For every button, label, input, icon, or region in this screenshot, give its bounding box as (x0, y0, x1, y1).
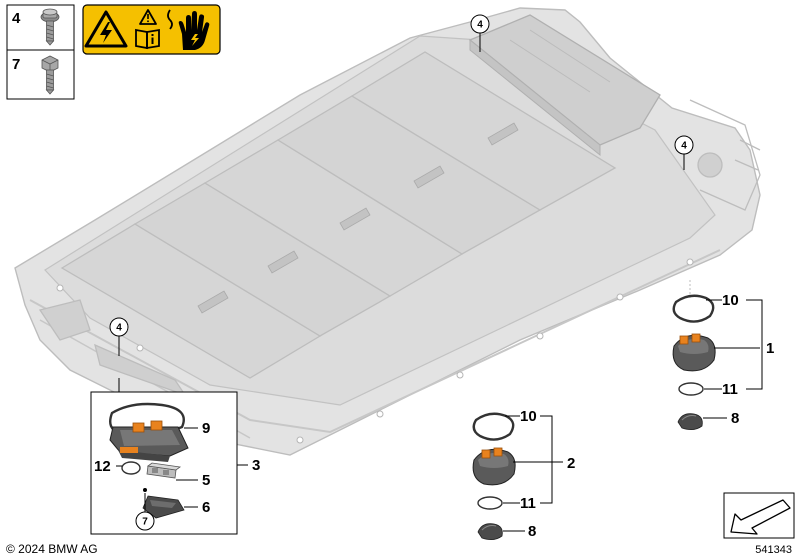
o-ring-11-middle (477, 496, 503, 510)
cap-8-right (677, 413, 703, 430)
callout-4-right: 4 (674, 135, 694, 170)
callout-4-left: 4 (109, 317, 129, 356)
do-not-touch-hand-icon (167, 9, 210, 50)
front-frame (38, 299, 187, 397)
callout-label: 7 (142, 517, 148, 528)
label-2: 2 (567, 455, 575, 472)
legend-number-4: 4 (12, 10, 21, 27)
bolt-4-icon (40, 8, 60, 46)
label-11-middle: 11 (520, 495, 536, 512)
label-1: 1 (766, 340, 774, 357)
battery-control-unit (468, 14, 661, 157)
o-ring-12 (121, 461, 141, 475)
warning-banner (82, 4, 221, 55)
battery-pack (14, 7, 761, 456)
label-8-middle: 8 (528, 523, 536, 540)
direction-arrow-icon (730, 499, 791, 535)
seal-ring-10-middle (472, 412, 515, 441)
high-voltage-warning-icon (84, 10, 128, 48)
part-6-cover (142, 495, 185, 519)
mounting-holes (56, 258, 694, 444)
battery-modules (60, 51, 617, 379)
diagram-number: 541343 (755, 544, 792, 556)
assembly-2 (472, 412, 563, 540)
legend-box: 4 7 (6, 4, 75, 100)
o-ring-11-right (678, 382, 704, 396)
bolt-7-icon (41, 55, 59, 95)
assembly-1 (672, 280, 763, 430)
connector-socket-1 (672, 333, 716, 372)
assembly-3-box: 7 (90, 391, 238, 535)
vehicle-direction-box (723, 492, 795, 539)
cap-8-middle (477, 523, 503, 540)
connector-socket-2 (472, 447, 516, 486)
label-6: 6 (202, 499, 210, 516)
copyright-text: © 2024 BMW AG (6, 542, 98, 556)
callout-4-top: 4 (470, 14, 490, 52)
label-11-right: 11 (722, 381, 738, 398)
label-10-right: 10 (722, 292, 739, 309)
callout-7: 7 (135, 488, 155, 531)
label-9: 9 (202, 420, 210, 437)
legend-number-7: 7 (12, 56, 20, 73)
label-5: 5 (202, 472, 210, 489)
caution-icon (139, 9, 157, 25)
rear-connector-frame (689, 99, 761, 211)
connector-housing (109, 420, 189, 462)
callout-label: 4 (681, 141, 687, 152)
label-12: 12 (94, 458, 111, 475)
label-10-middle: 10 (520, 408, 537, 425)
seal-ring-10-right (672, 294, 715, 323)
part-5-component (146, 462, 182, 479)
label-3: 3 (252, 457, 260, 474)
label-8-right: 8 (731, 410, 739, 427)
read-manual-icon (135, 28, 160, 50)
callout-label: 4 (477, 20, 483, 31)
callout-label: 4 (116, 323, 122, 334)
